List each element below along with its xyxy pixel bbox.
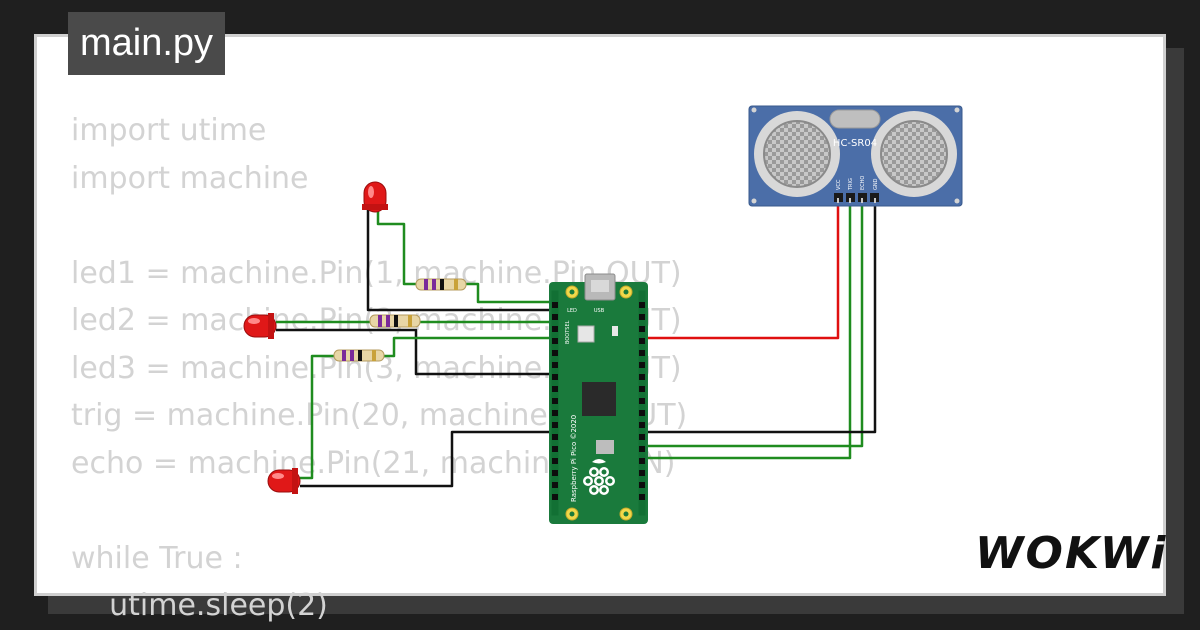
wire-green bbox=[380, 336, 554, 358]
wire-green bbox=[462, 282, 554, 304]
usb-label: USB bbox=[594, 308, 605, 314]
code-line: utime.sleep(2) bbox=[71, 588, 328, 623]
pin-label-echo: ECHO bbox=[860, 176, 866, 190]
wire-green bbox=[632, 200, 864, 448]
wire-green bbox=[376, 210, 430, 286]
led-2[interactable] bbox=[243, 313, 277, 339]
wire-black bbox=[366, 210, 554, 312]
wire-black bbox=[632, 200, 877, 434]
resistor bbox=[369, 314, 421, 328]
wire-black bbox=[300, 430, 554, 488]
bootsel-label: BOOTSEL bbox=[565, 320, 571, 344]
led-1[interactable] bbox=[362, 181, 388, 213]
resistor bbox=[415, 278, 467, 291]
board-name: Raspberry Pi Pico ©2020 bbox=[570, 415, 578, 502]
wokwi-logo: WOKWi bbox=[975, 528, 1168, 579]
sensor-model-label: HC-SR04 bbox=[833, 138, 877, 149]
code-preview: import utime import machine led1 = machine… bbox=[71, 107, 687, 630]
wire-green bbox=[300, 354, 336, 480]
led-label: LED bbox=[567, 308, 577, 314]
pin-label-gnd: GND bbox=[873, 178, 879, 190]
code-line: while True : bbox=[71, 540, 243, 576]
wire-green bbox=[632, 200, 852, 460]
code-line: import machine bbox=[71, 160, 309, 196]
raspberry-logo-icon bbox=[583, 459, 615, 495]
pin-label-trig: TRIG bbox=[848, 178, 854, 191]
wire-black bbox=[276, 328, 554, 376]
wires bbox=[276, 200, 877, 488]
led-3[interactable] bbox=[267, 468, 301, 494]
pico-board[interactable]: USB LED BOOTSEL Raspberry Pi Pico ©2020 bbox=[549, 273, 648, 524]
ultrasonic-sensor[interactable]: HC-SR04 VCC TRIG ECHO GND bbox=[748, 105, 963, 207]
code-line: led1 = machine.Pin(1, machine.Pin.OUT) bbox=[71, 255, 682, 291]
pin-label-vcc: VCC bbox=[836, 179, 842, 190]
resistor bbox=[333, 349, 385, 362]
code-line: import utime bbox=[71, 113, 267, 148]
wire-red bbox=[632, 200, 840, 340]
file-tab[interactable]: main.py bbox=[68, 12, 226, 75]
